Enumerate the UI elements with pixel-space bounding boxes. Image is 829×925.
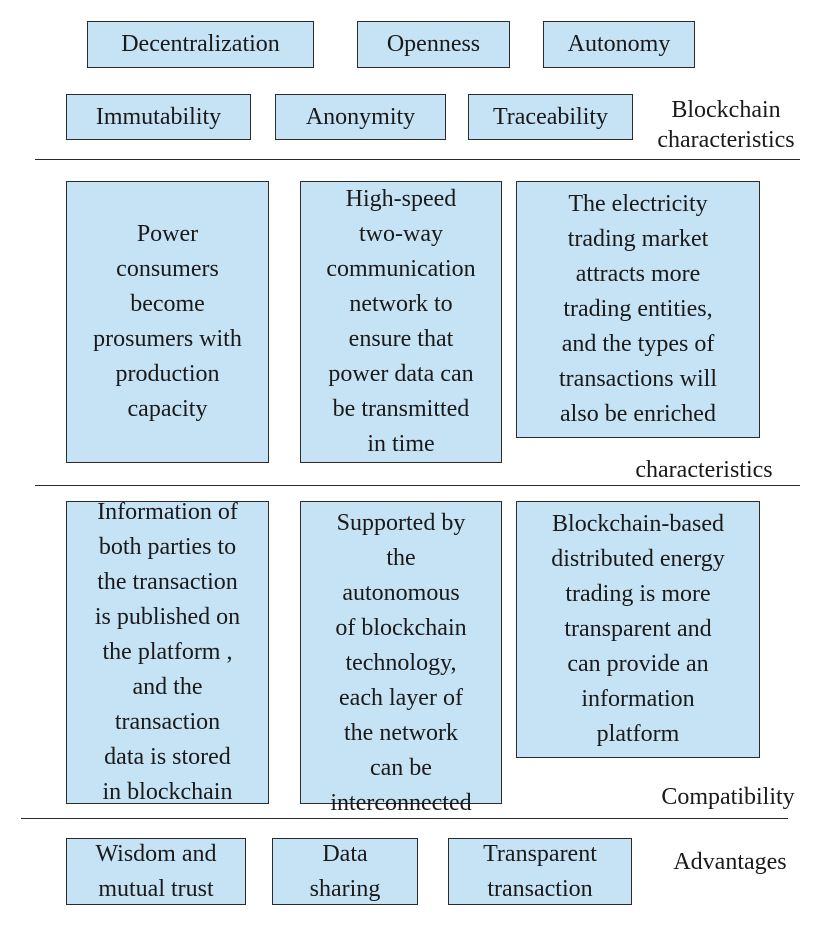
characteristics-label: characteristics bbox=[635, 457, 773, 483]
decentralization-box: Decentralization bbox=[87, 21, 314, 68]
immutability-box: Immutability bbox=[66, 94, 251, 140]
openness-box: Openness bbox=[357, 21, 510, 68]
compatibility-box-transparent: Blockchain-based distributed energy trad… bbox=[516, 501, 760, 758]
section-divider-2 bbox=[35, 485, 800, 486]
compatibility-box-information: Information of both parties to the trans… bbox=[66, 499, 269, 805]
section-divider-1 bbox=[35, 159, 800, 160]
advantage-box-transparent: Transparent transaction bbox=[448, 838, 632, 905]
advantage-box-wisdom: Wisdom and mutual trust bbox=[66, 838, 246, 905]
anonymity-box: Anonymity bbox=[275, 94, 446, 140]
compatibility-box-autonomous: Supported by the autonomous of blockchai… bbox=[300, 501, 502, 816]
advantages-label: Advantages bbox=[673, 849, 787, 875]
advantage-box-data-sharing: Data sharing bbox=[272, 838, 418, 905]
energy-box-prosumers: Power consumers become prosumers with pr… bbox=[66, 181, 269, 463]
section-divider-3 bbox=[21, 818, 788, 819]
energy-box-trading-market: The electricity trading market attracts … bbox=[516, 181, 760, 438]
autonomy-box: Autonomy bbox=[543, 21, 695, 68]
energy-box-communication: High-speed two-way communication network… bbox=[300, 181, 502, 463]
traceability-box: Traceability bbox=[468, 94, 633, 140]
blockchain-characteristics-label: Blockchain characteristics bbox=[657, 97, 795, 153]
compatibility-label: Compatibility bbox=[661, 784, 795, 810]
